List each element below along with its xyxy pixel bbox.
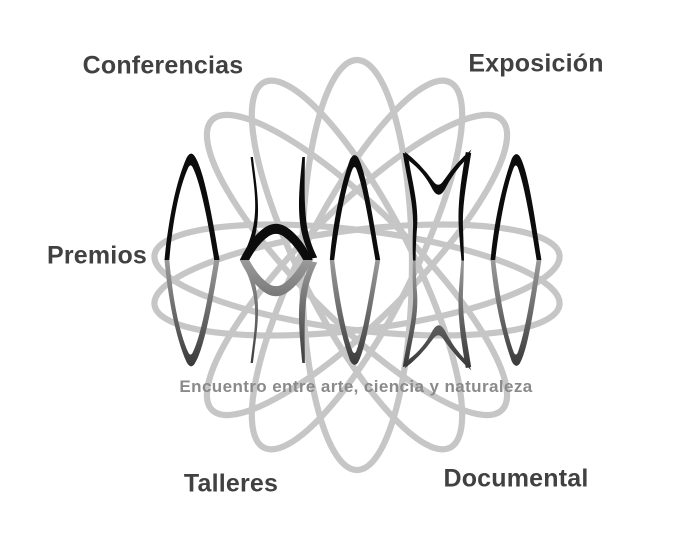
tagline: Encuentro entre arte, ciencia y naturale… bbox=[179, 377, 533, 396]
letterforms bbox=[164, 149, 542, 261]
label-conferencias: Conferencias bbox=[82, 51, 244, 80]
label-talleres: Talleres bbox=[183, 469, 279, 498]
ellipse-flower-motif bbox=[151, 56, 563, 474]
label-premios: Premios bbox=[46, 241, 148, 270]
label-documental: Documental bbox=[443, 464, 589, 493]
label-exposicion: Exposición bbox=[468, 49, 604, 78]
